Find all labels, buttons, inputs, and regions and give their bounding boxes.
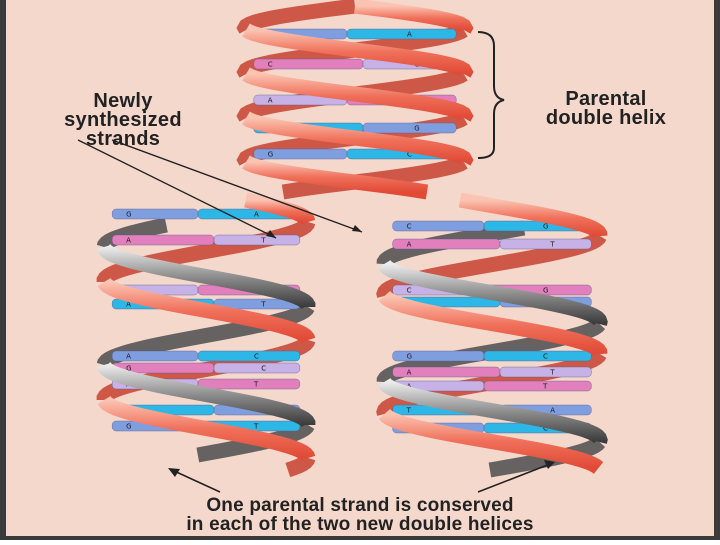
left-parental-strand-segment-4 [97,396,316,461]
left-base-left-4 [111,350,199,362]
right-base-label-right-8: C [543,425,548,433]
right-base-label-left-5: A [407,369,412,377]
right-base-label-right-0: G [543,223,548,231]
left-base-right-1 [213,234,301,246]
left-base-left-0 [111,208,199,220]
left-base-label-right-1: T [260,237,266,245]
parental-base-label-left-2: A [268,97,273,105]
left-base-label-right-4: C [254,353,259,361]
label-newly-line2: synthesized [64,109,182,131]
left-parental-strand-segment-5 [285,455,316,478]
pointer-arrow-left [266,230,276,238]
right-base-label-right-4: C [543,353,548,361]
right-base-right-6 [483,380,592,392]
left-base-label-left-0: G [126,211,131,219]
right-new-strand-segment-1 [377,260,608,326]
parental-bracket [477,31,505,159]
right-base-label-right-7: A [550,407,555,415]
left-new-strand-segment-1 [96,244,316,309]
parental-base-label-right-4: C [407,151,412,159]
right-base-label-left-1: A [407,241,412,249]
left-base-label-left-1: A [126,237,131,245]
pointer-arrow-right [352,225,362,232]
caption-line1: One parental strand is conserved [206,495,514,516]
left-base-right-4 [197,350,301,362]
left-base-label-right-8: T [253,423,259,431]
caption-arrowhead-right [544,460,555,469]
parental-strand-b-segment-0 [236,0,356,34]
right-base-label-left-7: T [406,407,412,415]
parental-base-label-right-3: G [414,125,419,133]
pointer-line-right [111,139,363,233]
left-parental-strand-segment-2 [97,278,316,343]
left-parental-strand-segment-1 [96,219,316,284]
label-parental-line1: Parental [565,88,647,110]
frame-right-border [714,0,720,540]
parental-base-right-3 [362,122,457,134]
caption-line2: in each of the two new double helices [186,514,534,535]
frame-left-border [0,0,6,540]
caption-arrow-right [477,463,551,493]
left-base-label-right-5: C [261,365,266,373]
right-base-label-right-5: T [549,369,555,377]
pointer-line-left [77,139,277,239]
right-base-label-left-2: C [407,287,412,295]
caption: One parental strand is conserved in each… [0,496,720,534]
right-base-right-1 [499,238,592,250]
right-base-label-right-1: T [549,241,555,249]
label-newly-line3: strands [85,128,161,150]
right-base-label-left-0: C [407,223,412,231]
parental-strand-b-segment-4 [281,155,468,200]
right-base-right-4 [483,350,592,362]
label-newly-line1: Newly [93,90,153,112]
parental-base-label-left-4: G [268,151,273,159]
parental-base-label-right-0: A [407,31,412,39]
left-base-label-right-6: T [253,381,259,389]
right-base-label-right-2: G [543,287,548,295]
left-base-label-left-8: G [126,423,131,431]
parental-strand-a-segment-0 [354,0,474,34]
label-parental-helix: Parental double helix [506,88,706,129]
parental-strand-b-segment-1 [242,23,474,78]
right-base-label-left-4: G [407,353,412,361]
left-base-label-left-5: G [126,365,131,373]
left-base-label-right-0: A [254,211,259,219]
label-parental-line2: double helix [545,107,667,129]
parental-base-right-0 [346,28,457,40]
parental-strand-a-segment-2 [242,67,474,122]
right-new-strand-segment-3 [377,378,608,444]
right-parental-strand-segment-4 [378,408,604,474]
left-base-right-5 [213,362,301,374]
parental-strand-b-segment-3 [242,111,474,166]
caption-arrow-left [171,469,221,493]
label-newly-synthesized: Newly synthesized strands [18,90,228,150]
caption-arrowhead-left [168,468,180,477]
right-parental-strand-segment-0 [458,192,608,239]
right-parental-strand-segment-2 [378,290,608,357]
front-strands [96,0,608,474]
left-base-label-left-4: A [126,353,131,361]
left-base-label-left-3: A [126,301,131,309]
frame-bottom-border [0,536,720,540]
right-base-right-5 [499,366,592,378]
parental-strand-a-segment-4 [242,155,429,200]
left-base-label-right-3: T [260,301,266,309]
parental-base-label-left-1: C [268,61,273,69]
left-new-strand-segment-3 [96,362,316,427]
left-parental-strand-segment-0 [244,192,316,225]
left-base-right-6 [197,378,301,390]
right-base-label-right-6: T [542,383,548,391]
